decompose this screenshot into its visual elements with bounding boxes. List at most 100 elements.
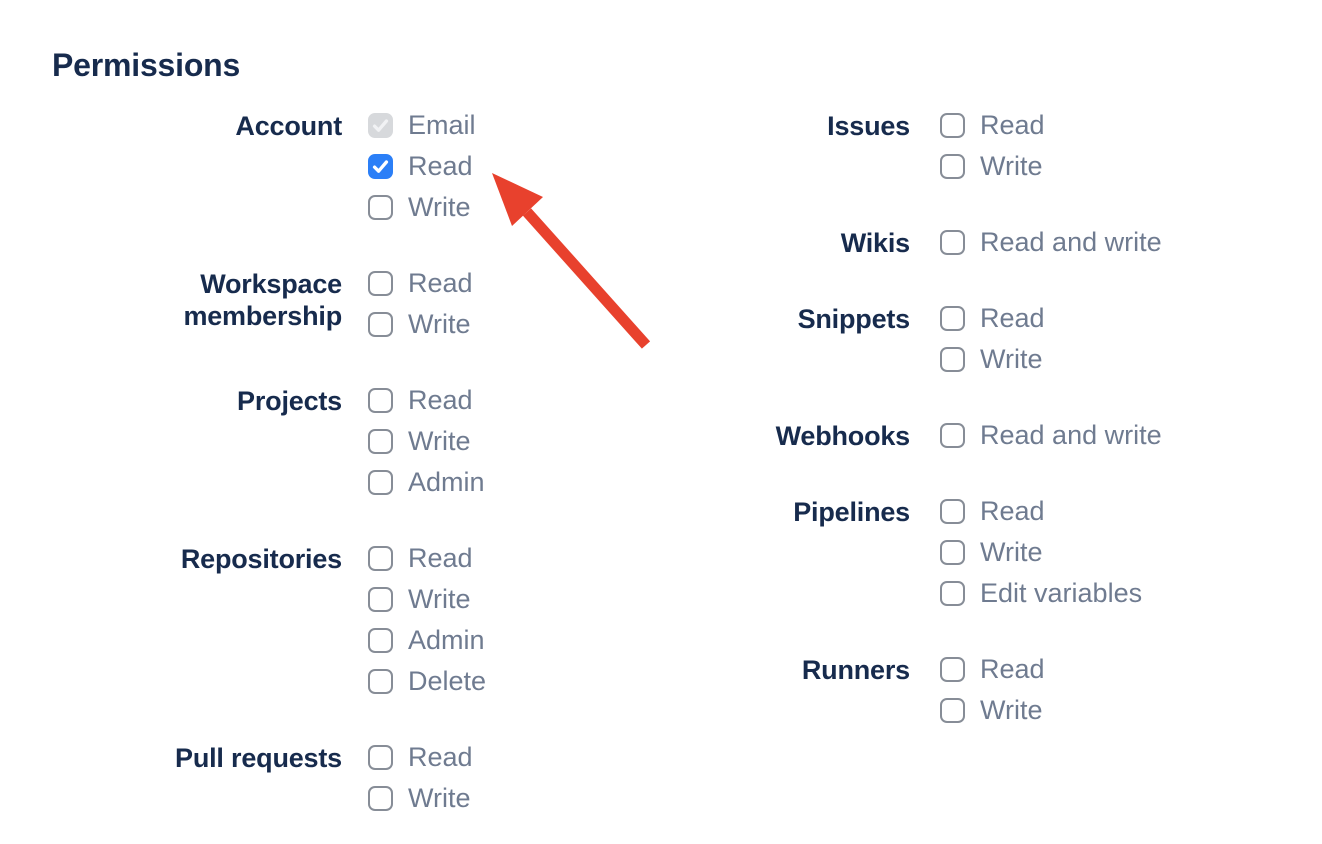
checkbox-label: Read and write: [980, 420, 1162, 450]
checkbox-label: Write: [980, 151, 1043, 181]
checkbox-pipelines-edit-variables[interactable]: [940, 581, 965, 606]
checkbox-label: Edit variables: [980, 578, 1143, 608]
checkbox-repositories-delete[interactable]: [368, 669, 393, 694]
option-projects-write[interactable]: Write: [368, 428, 485, 455]
option-pull-requests-read[interactable]: Read: [368, 742, 473, 772]
checkbox-label: Write: [408, 783, 471, 813]
option-account-write[interactable]: Write: [368, 192, 476, 222]
option-workspace-membership-write[interactable]: Write: [368, 311, 473, 338]
checkbox-account-read[interactable]: [368, 154, 393, 179]
checkbox-label: Read: [408, 151, 473, 181]
option-wikis-read-and-write[interactable]: Read and write: [940, 227, 1162, 257]
checkbox-label: Write: [980, 344, 1043, 374]
option-webhooks-read-and-write[interactable]: Read and write: [940, 420, 1162, 450]
checkbox-label: Read: [408, 268, 473, 298]
checkbox-projects-write[interactable]: [368, 429, 393, 454]
checkbox-pipelines-read[interactable]: [940, 499, 965, 524]
checkbox-repositories-write[interactable]: [368, 587, 393, 612]
checkbox-snippets-read[interactable]: [940, 306, 965, 331]
option-pipelines-write[interactable]: Write: [940, 537, 1142, 567]
option-runners-read[interactable]: Read: [940, 654, 1045, 684]
group-label-snippets: Snippets: [797, 304, 911, 334]
checkbox-workspace-membership-read[interactable]: [368, 271, 393, 296]
group-options: Read and write: [940, 420, 1162, 464]
group-label-webhooks: Webhooks: [775, 421, 911, 451]
checkbox-label: Write: [408, 584, 471, 614]
group-label-pipelines: Pipelines: [793, 497, 910, 527]
checkbox-label: Read: [980, 496, 1045, 526]
checkbox-wikis-read-and-write[interactable]: [940, 230, 965, 255]
option-account-read[interactable]: Read: [368, 151, 476, 181]
checkbox-pull-requests-write[interactable]: [368, 786, 393, 811]
checkbox-workspace-membership-write[interactable]: [368, 312, 393, 337]
option-repositories-admin[interactable]: Admin: [368, 625, 486, 655]
option-repositories-write[interactable]: Write: [368, 584, 486, 614]
checkbox-webhooks-read-and-write[interactable]: [940, 423, 965, 448]
checkbox-account-write[interactable]: [368, 195, 393, 220]
checkbox-runners-read[interactable]: [940, 657, 965, 682]
option-repositories-delete[interactable]: Delete: [368, 666, 487, 696]
checkbox-projects-admin[interactable]: [368, 470, 393, 495]
page-title: Permissions: [52, 47, 241, 83]
checkbox-projects-read[interactable]: [368, 388, 393, 413]
checkbox-label: Read: [408, 385, 473, 415]
checkbox-snippets-write[interactable]: [940, 347, 965, 372]
checkbox-label: Delete: [408, 666, 487, 696]
option-repositories-read[interactable]: Read: [368, 545, 486, 572]
checkbox-issues-write[interactable]: [940, 154, 965, 179]
option-runners-write[interactable]: Write: [940, 695, 1045, 725]
option-snippets-write[interactable]: Write: [940, 344, 1045, 374]
option-pull-requests-write[interactable]: Write: [368, 783, 473, 813]
checkbox-repositories-admin[interactable]: [368, 628, 393, 653]
option-workspace-membership-read[interactable]: Read: [368, 268, 473, 298]
checkbox-label: Read: [980, 303, 1045, 333]
checkbox-label: Write: [980, 695, 1043, 725]
checkbox-issues-read[interactable]: [940, 113, 965, 138]
permission-group-webhooks: Webhooks Read and write: [720, 420, 1162, 464]
option-issues-read[interactable]: Read: [940, 110, 1045, 140]
checkbox-pipelines-write[interactable]: [940, 540, 965, 565]
checkbox-label: Read: [980, 110, 1045, 140]
checkbox-repositories-read[interactable]: [368, 546, 393, 571]
group-label-runners: Runners: [801, 655, 910, 685]
option-issues-write[interactable]: Write: [940, 151, 1045, 181]
checkbox-label: Write: [980, 537, 1043, 567]
checkbox-label: Read and write: [980, 227, 1162, 257]
checkbox-runners-write[interactable]: [940, 698, 965, 723]
option-pipelines-edit-variables[interactable]: Edit variables: [940, 578, 1143, 608]
option-pipelines-read[interactable]: Read: [940, 496, 1142, 526]
option-account-email: Email: [368, 110, 476, 140]
checkbox-label: Write: [408, 192, 471, 222]
checkbox-label: Read: [980, 654, 1045, 684]
checkbox-label: Admin: [408, 625, 485, 655]
option-snippets-read[interactable]: Read: [940, 303, 1045, 333]
group-label-workspace-membership: Workspace membership: [183, 269, 342, 331]
checkbox-pull-requests-read[interactable]: [368, 745, 393, 770]
checkbox-account-email: [368, 113, 393, 138]
checkbox-label: Email: [408, 110, 476, 140]
option-projects-read[interactable]: Read: [368, 385, 485, 415]
checkbox-label: Admin: [408, 467, 485, 497]
group-label-pull-requests: Pull requests: [175, 743, 342, 773]
option-projects-admin[interactable]: Admin: [368, 467, 485, 497]
checkbox-label: Read: [408, 742, 473, 772]
